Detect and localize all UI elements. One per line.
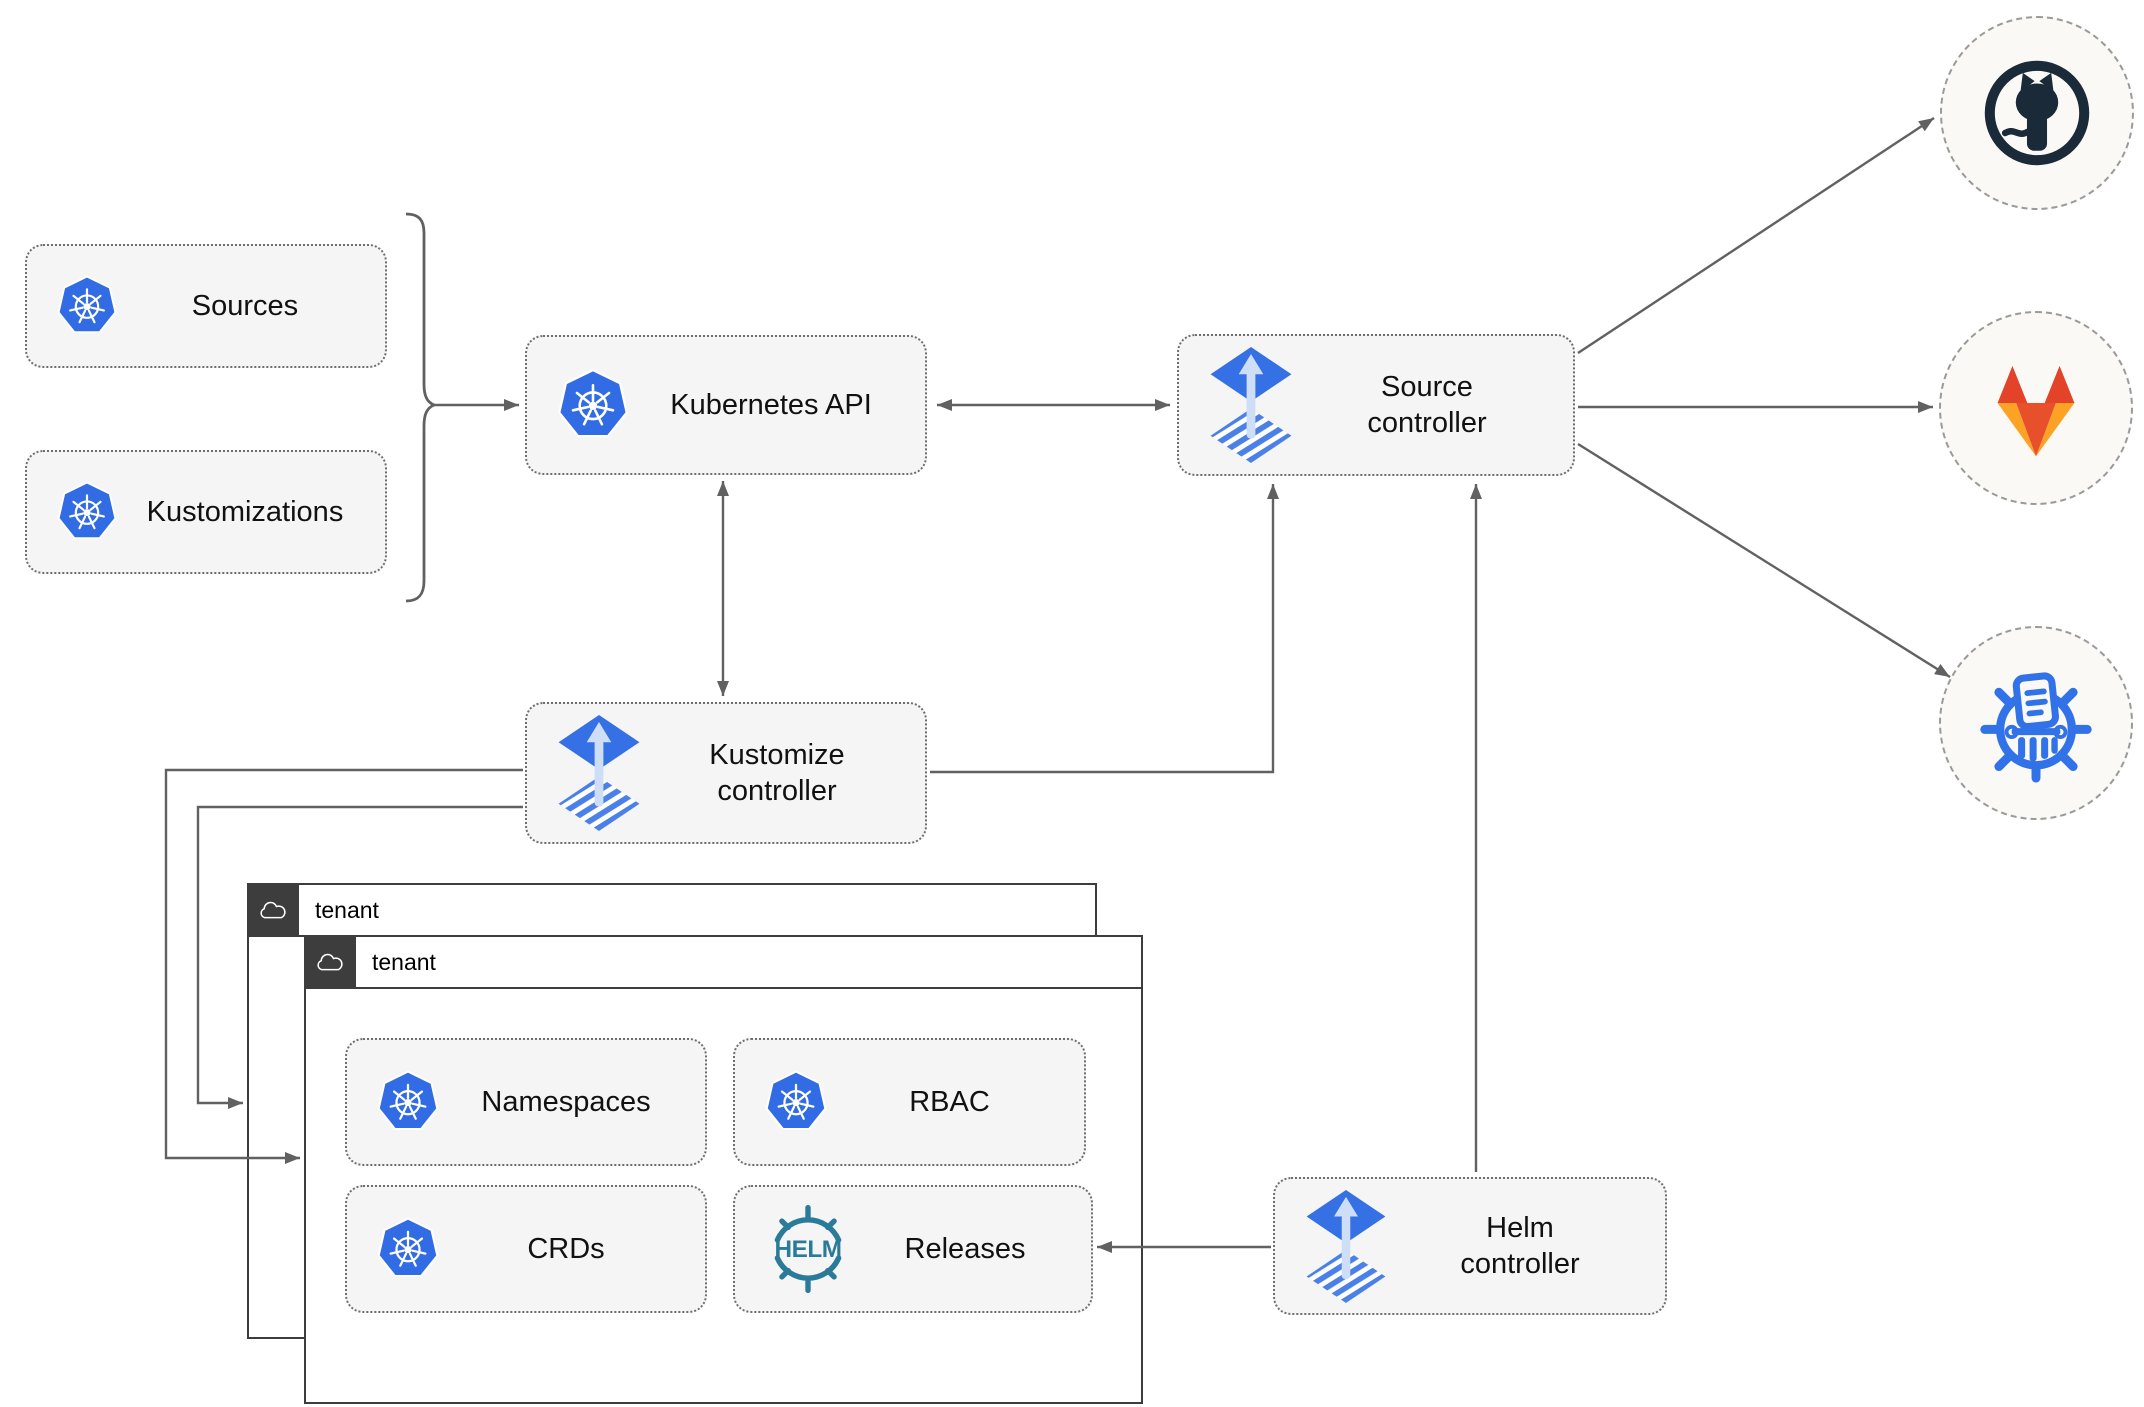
group-bracket <box>405 212 438 603</box>
node-rbac: RBAC <box>733 1038 1086 1166</box>
kubernetes-icon <box>375 1069 441 1135</box>
edge-source-to-github <box>1577 116 1935 355</box>
kubernetes-icon <box>763 1069 829 1135</box>
node-label: Kustomize controller <box>709 738 845 807</box>
flux-icon <box>1303 1190 1389 1303</box>
github-endpoint <box>1940 16 2134 210</box>
node-kustomizations: Kustomizations <box>25 450 387 574</box>
tenant-label: tenant <box>315 896 379 923</box>
gitlab-icon <box>1974 346 2098 470</box>
tenant-container-front: tenant <box>304 935 1143 1404</box>
node-crds: CRDs <box>345 1185 707 1313</box>
node-label: Releases <box>904 1232 1026 1265</box>
tenant-header: tenant <box>249 885 1095 937</box>
kubernetes-icon <box>55 274 119 338</box>
github-icon <box>1978 54 2096 172</box>
flux-icon <box>555 715 643 831</box>
node-namespaces: Namespaces <box>345 1038 707 1166</box>
cloud-icon <box>257 898 291 922</box>
tenant-label: tenant <box>372 948 436 975</box>
cloud-icon <box>314 950 348 974</box>
helm-logo-text: HELM <box>774 1236 841 1263</box>
gitlab-endpoint <box>1939 311 2133 505</box>
node-label: Kubernetes API <box>670 388 872 421</box>
node-label: Namespaces <box>481 1085 651 1118</box>
node-releases: HELM Releases <box>733 1185 1093 1313</box>
flux-icon <box>1207 347 1295 463</box>
edge-kustomize-to-source-controller <box>930 484 1279 774</box>
kubernetes-icon <box>555 367 631 443</box>
helm-repository-endpoint <box>1939 626 2133 820</box>
node-kustomize-controller: Kustomize controller <box>525 702 927 844</box>
node-label: CRDs <box>527 1232 605 1265</box>
tenant-header: tenant <box>306 937 1141 989</box>
node-helm-controller: Helm controller <box>1273 1177 1667 1315</box>
node-source-controller: Source controller <box>1177 334 1575 476</box>
kubernetes-icon <box>55 480 119 544</box>
node-label: Source controller <box>1367 370 1487 439</box>
node-label: Helm controller <box>1460 1211 1580 1280</box>
node-kubernetes-api: Kubernetes API <box>525 335 927 475</box>
node-label: RBAC <box>909 1085 990 1118</box>
cloud-badge <box>249 885 299 935</box>
node-label: Kustomizations <box>146 495 344 528</box>
edge-source-to-helm-repository <box>1577 442 1951 679</box>
helm-icon: HELM <box>774 1204 842 1294</box>
node-label: Sources <box>191 289 299 322</box>
kubernetes-icon <box>375 1216 441 1282</box>
chartmuseum-icon <box>1972 659 2100 787</box>
cloud-badge <box>306 937 356 987</box>
node-sources: Sources <box>25 244 387 368</box>
